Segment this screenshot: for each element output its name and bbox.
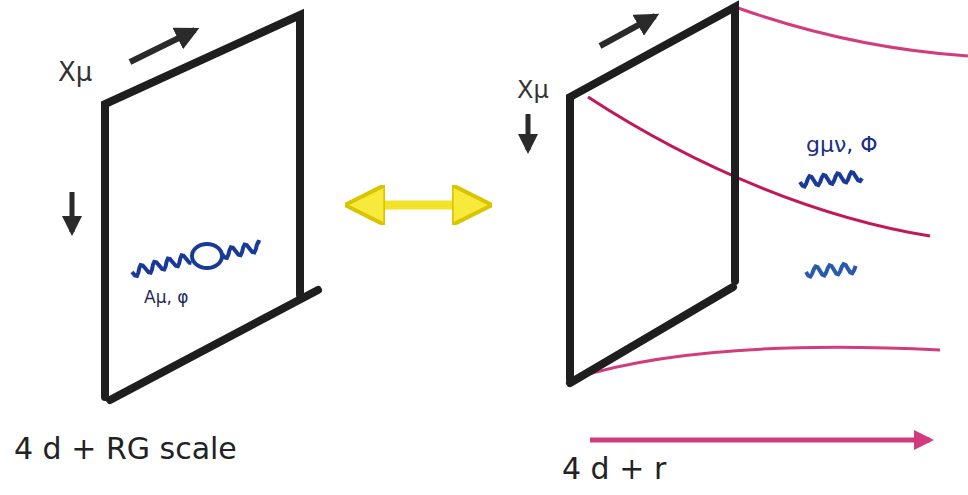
direction-arrow bbox=[70, 192, 75, 232]
field-label: Aμ, φ bbox=[144, 288, 188, 308]
caption-text: 4 d + r bbox=[562, 452, 666, 487]
axis-label: Xμ bbox=[517, 77, 549, 105]
direction-arrow bbox=[526, 114, 531, 150]
spacetime-plane: XμAμ, φ bbox=[100, 12, 325, 404]
plane-edge bbox=[105, 15, 318, 400]
wavy-line bbox=[222, 242, 260, 258]
bulk-curve bbox=[738, 8, 968, 56]
wavy-line bbox=[800, 172, 862, 186]
caption-text: 4 d + RG scale bbox=[14, 432, 237, 467]
wavy-line bbox=[806, 264, 856, 276]
equivalence-arrow bbox=[357, 201, 480, 210]
plane-outline bbox=[100, 12, 325, 404]
plane-outline bbox=[565, 5, 745, 387]
loop bbox=[192, 244, 222, 268]
bulk-curve bbox=[588, 97, 930, 236]
plane-edge bbox=[570, 7, 735, 383]
spacetime-plane: Xμ bbox=[565, 5, 745, 387]
axis-label: Xμ bbox=[58, 58, 92, 88]
radial-arrow bbox=[590, 438, 930, 443]
direction-arrow bbox=[600, 16, 655, 46]
field-label: gμν, Φ bbox=[806, 132, 878, 157]
direction-arrow bbox=[130, 30, 195, 62]
wavy-line bbox=[132, 255, 192, 275]
